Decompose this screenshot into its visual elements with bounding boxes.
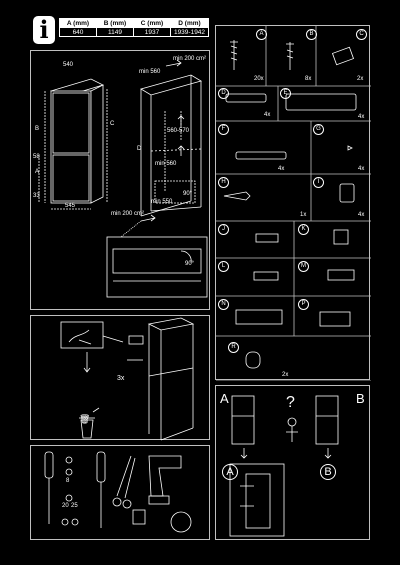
tools-panel: 8 20 25 (30, 445, 210, 540)
dim-min200-bottom: min 200 cm² (111, 211, 145, 217)
removal-panel: 3x 🗑 (30, 315, 210, 441)
removal-drawing (60, 317, 195, 441)
bit-size-20: 20 (62, 503, 69, 509)
removal-count: 3x (117, 375, 125, 382)
part-letter-b: B (306, 29, 317, 40)
dim-b: B (35, 126, 40, 132)
part-count-b: 8x (305, 76, 312, 82)
part-count-a: 20x (254, 76, 264, 82)
question-mark: ? (286, 394, 295, 411)
dim-560-570: 560-570 (167, 128, 190, 134)
dim-min560-top: min 560 (139, 69, 161, 75)
table-header-d: D (mm) (170, 18, 209, 28)
part-count-d: 4x (264, 112, 271, 118)
recycle-bin-icon: 🗑 (79, 414, 91, 424)
table-value-b: 1149 (96, 27, 134, 37)
info-icon: i (33, 16, 55, 44)
dimensions-table: A (mm) B (mm) C (mm) D (mm) 640 1149 193… (59, 18, 209, 37)
part-letter-f: F (218, 124, 229, 135)
table-header-a: A (mm) (59, 18, 97, 28)
part-letter-h: H (218, 177, 229, 188)
part-letter-c: C (356, 29, 367, 40)
part-letter-n: N (218, 299, 229, 310)
part-count-f: 4x (278, 166, 285, 172)
bit-size-8: 8 (66, 478, 70, 484)
part-count-r: 2x (282, 372, 289, 378)
table-value-a: 640 (59, 27, 97, 37)
part-count-e: 4x (358, 114, 365, 120)
installation-drawing (38, 59, 208, 298)
part-count-c: 2x (357, 76, 364, 82)
door-reversal-drawing (229, 395, 339, 537)
part-letter-g: G (313, 124, 324, 135)
part-letter-l: L (218, 261, 229, 272)
part-letter-k: K (298, 224, 309, 235)
dim-58: 58 (33, 154, 40, 160)
dim-a: A (35, 169, 40, 175)
part-count-g: 4x (358, 166, 365, 172)
table-value-c: 1937 (133, 27, 171, 37)
door-option-a: A (222, 464, 238, 480)
part-letter-r: R (228, 342, 239, 353)
part-letter-j: J (218, 224, 229, 235)
dim-545: 545 (65, 203, 76, 209)
parts-panel: A B C 20x 8x 2x D E 4x 4x F G 4x 4x H I … (215, 25, 371, 381)
part-letter-p: P (298, 299, 309, 310)
part-letter-d: D (218, 88, 229, 99)
part-letter-a: A (256, 29, 267, 40)
bit-size-25: 25 (71, 503, 78, 509)
part-letter-m: M (298, 261, 309, 272)
dim-min550: min 550 (151, 199, 173, 205)
dim-90-detail: 90° (185, 261, 195, 267)
dim-min560-mid: min 560 (155, 161, 177, 167)
parts-grid (216, 26, 371, 381)
door-label-b: B (356, 391, 365, 406)
table-header-b: B (mm) (96, 18, 134, 28)
dim-33: 33 (33, 193, 40, 199)
part-letter-i: I (313, 177, 324, 188)
part-letter-e: E (280, 88, 291, 99)
table-value-d: 1939-1942 (170, 27, 209, 37)
dim-90-top: 90° (183, 191, 193, 197)
dim-c: C (110, 121, 115, 127)
part-count-h: 1x (300, 212, 307, 218)
door-label-a: A (220, 391, 229, 406)
table-header-c: C (mm) (133, 18, 171, 28)
dim-width: 540 (63, 62, 74, 68)
dim-min200-top: min 200 cm² (173, 56, 207, 62)
dim-d: D (137, 146, 142, 152)
tools-drawing (44, 451, 192, 533)
installation-panel: 540 B C 58 A 33 545 D min 560 min 200 cm… (30, 50, 210, 310)
part-count-i: 4x (358, 212, 365, 218)
door-reversal-panel: A B ? A B (215, 385, 370, 540)
door-option-b: B (320, 464, 336, 480)
